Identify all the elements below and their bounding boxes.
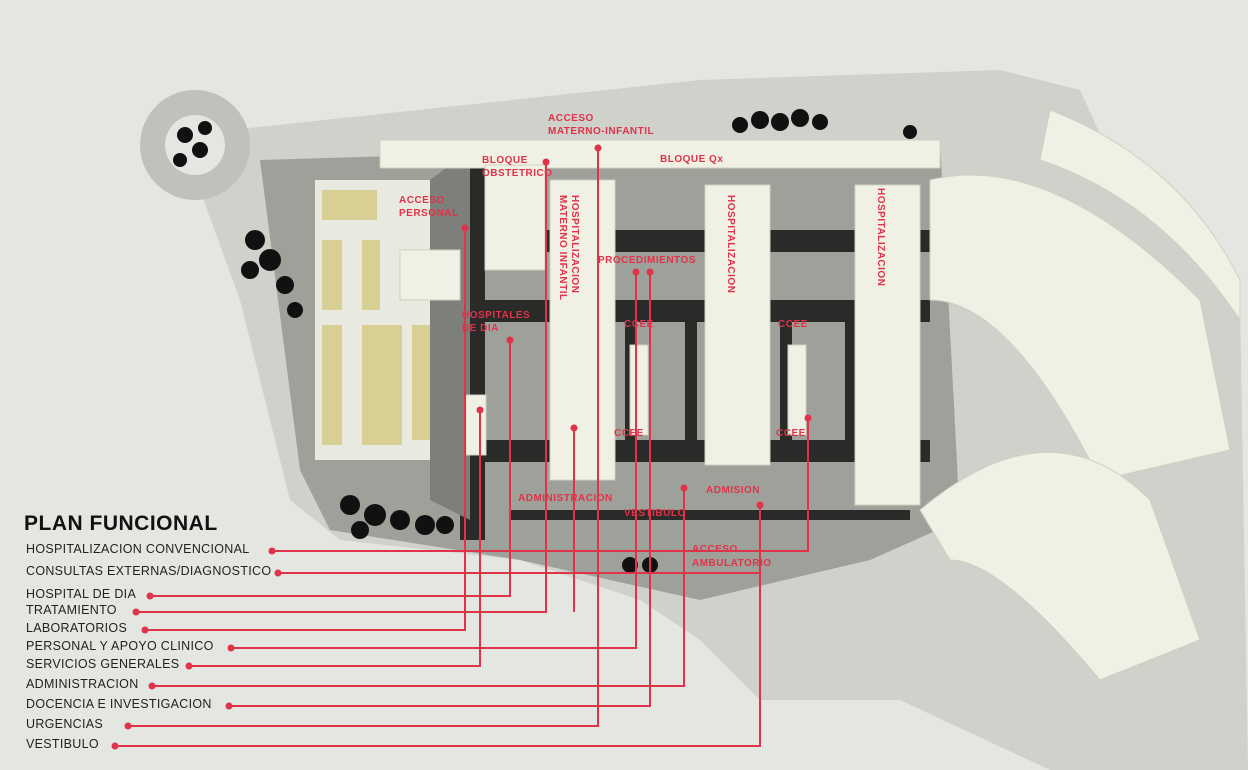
label-acceso-ambulatorio-2: AMBULATORIO bbox=[692, 558, 772, 569]
leader-dot bbox=[146, 592, 154, 600]
leader-line bbox=[152, 488, 685, 687]
label-acceso-materno-2: MATERNO-INFANTIL bbox=[548, 126, 654, 137]
leader-dot bbox=[506, 336, 514, 344]
legend-item: TRATAMIENTO bbox=[26, 603, 117, 617]
label-bloque-obstetrico-2: OBSTETRICO bbox=[482, 168, 553, 179]
leader-line bbox=[136, 162, 547, 613]
label-hospitalizacion: HOSPITALIZACION bbox=[725, 195, 736, 293]
legend-item: PERSONAL Y APOYO CLINICO bbox=[26, 639, 214, 653]
leader-line bbox=[115, 505, 761, 747]
leader-dots bbox=[111, 144, 812, 750]
leader-dot bbox=[646, 268, 654, 276]
leader-dot bbox=[185, 662, 193, 670]
buildings bbox=[379, 109, 1241, 681]
label-bloque-qx: BLOQUE Qx bbox=[660, 154, 723, 165]
leader-dot bbox=[804, 414, 812, 422]
legend: PLAN FUNCIONAL bbox=[24, 512, 218, 540]
leader-dot bbox=[594, 144, 602, 152]
label-hosp-materno: HOSPITALIZACION bbox=[569, 195, 580, 293]
leader-dot bbox=[570, 424, 578, 432]
leader-line bbox=[229, 272, 651, 707]
leader-line bbox=[145, 228, 466, 631]
leader-line bbox=[128, 148, 599, 727]
leader-dot bbox=[680, 484, 688, 492]
leader-dot bbox=[476, 406, 484, 414]
legend-title: PLAN FUNCIONAL bbox=[24, 512, 218, 535]
leader-line bbox=[272, 418, 809, 552]
leader-dot bbox=[542, 158, 550, 166]
leader-dot bbox=[227, 644, 235, 652]
label-ccee: CCEE bbox=[776, 428, 806, 439]
label-admision: ADMISION bbox=[706, 485, 760, 496]
leader-lines bbox=[115, 148, 809, 747]
legend-item: HOSPITAL DE DIA bbox=[26, 587, 137, 601]
label-hospitalizacion-2: HOSPITALIZACION bbox=[875, 188, 886, 286]
leader-dot bbox=[124, 722, 132, 730]
leader-line bbox=[189, 410, 481, 667]
legend-item: LABORATORIOS bbox=[26, 621, 128, 635]
label-hospitales-dia-2: DE DIA bbox=[462, 323, 499, 334]
leader-line bbox=[150, 340, 511, 597]
legend-item: CONSULTAS EXTERNAS/DIAGNOSTICO bbox=[26, 564, 272, 578]
leader-dot bbox=[461, 224, 469, 232]
label-ccee: CCEE bbox=[778, 319, 808, 330]
leader-line bbox=[231, 272, 637, 649]
legend-item: URGENCIAS bbox=[26, 717, 104, 731]
legend-item: ADMINISTRACION bbox=[26, 677, 139, 691]
legend-item: SERVICIOS GENERALES bbox=[26, 657, 180, 671]
label-administracion: ADMINISTRACION bbox=[518, 493, 613, 504]
label-procedimientos: PROCEDIMIENTOS bbox=[598, 255, 696, 266]
label-ccee: CCEE bbox=[614, 428, 644, 439]
leader-dot bbox=[111, 742, 119, 750]
label-vestibulo: VESTIBULO bbox=[624, 508, 686, 519]
leader-dot bbox=[268, 547, 276, 555]
legend-item: VESTIBULO bbox=[26, 737, 99, 751]
legend-item: HOSPITALIZACION CONVENCIONAL bbox=[26, 542, 250, 556]
trees bbox=[173, 109, 917, 573]
label-acceso-personal: ACCESO bbox=[399, 195, 445, 206]
leader-dot bbox=[756, 501, 764, 509]
leader-dot bbox=[632, 268, 640, 276]
label-ccee: CCEE bbox=[624, 319, 654, 330]
leader-dot bbox=[225, 702, 233, 710]
label-hosp-materno-2: MATERNO INFANTIL bbox=[557, 195, 568, 301]
leader-dot bbox=[148, 682, 156, 690]
label-acceso-materno: ACCESO bbox=[548, 113, 594, 124]
legend-item: DOCENCIA E INVESTIGACION bbox=[26, 697, 212, 711]
label-acceso-personal-2: PERSONAL bbox=[399, 208, 459, 219]
leader-dot bbox=[132, 608, 140, 616]
leader-dot bbox=[141, 626, 149, 634]
label-bloque-obstetrico: BLOQUE bbox=[482, 155, 528, 166]
label-acceso-ambulatorio: ACCESO bbox=[692, 544, 738, 555]
label-hospitales-dia: HOSPITALES bbox=[462, 310, 530, 321]
leader-dot bbox=[274, 569, 282, 577]
